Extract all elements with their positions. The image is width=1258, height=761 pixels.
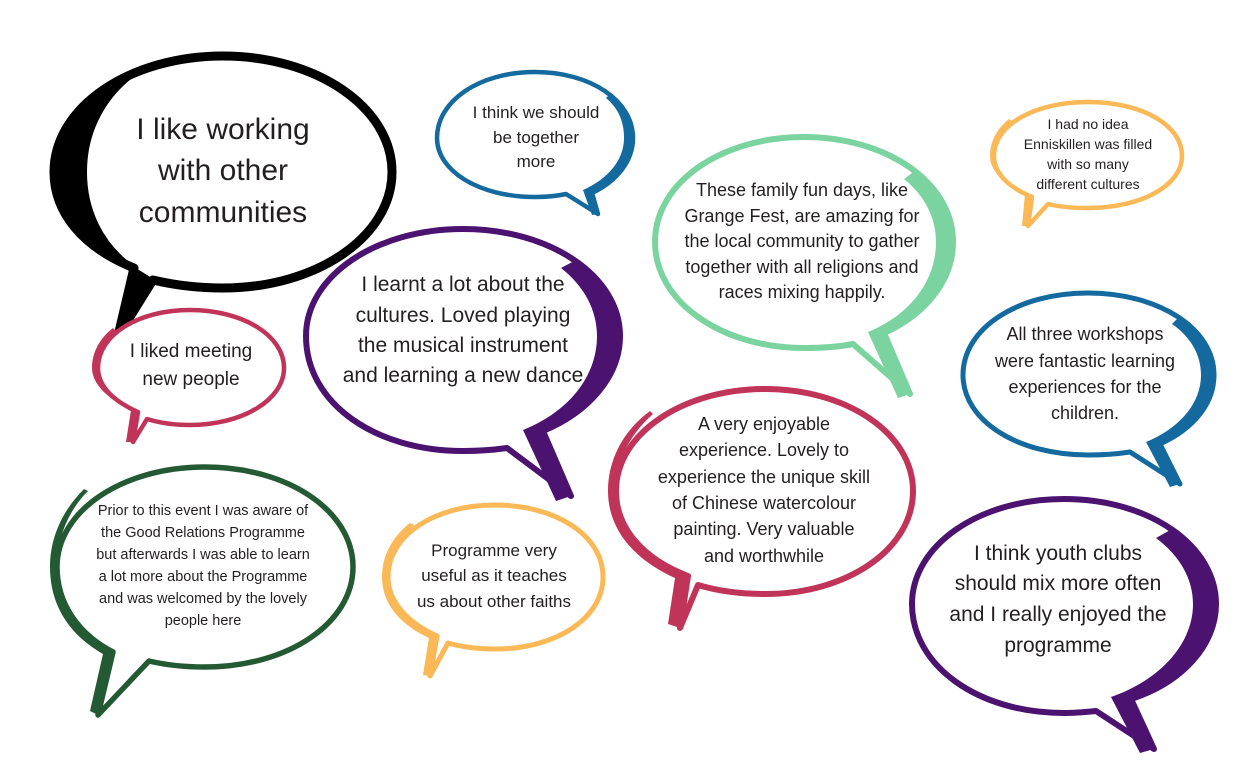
speech-bubble-programme-very-useful: Programme very useful as it teaches us a…: [382, 500, 614, 680]
speech-bubble-youth-clubs-mix: I think youth clubs should mix more ofte…: [906, 494, 1232, 756]
bubble-shape-black: [49, 51, 397, 341]
bubble-shape-blue-workshops: [960, 290, 1217, 487]
bubble-shape-purple-learnt: [303, 226, 623, 501]
bubble-shape-green: [652, 134, 956, 398]
bubble-shape-blue-small: [434, 69, 636, 217]
bubble-shape-orange-small: [990, 99, 1185, 229]
speech-bubble-very-enjoyable-experience: A very enjoyable experience. Lovely to e…: [608, 384, 928, 634]
speech-bubble-liked-meeting-new-people: I liked meeting new people: [92, 306, 292, 446]
bubble-shape-crimson-small: [92, 307, 287, 445]
speech-bubble-be-together-more: I think we should be together more: [432, 68, 644, 224]
speech-bubble-enniskillen-cultures: I had no idea Enniskillen was filled wit…: [988, 98, 1188, 230]
bubble-shape-purple-youth: [909, 496, 1219, 753]
speech-bubble-good-relations-programme: Prior to this event I was aware of the G…: [50, 462, 368, 720]
bubble-shape-darkgreen: [50, 464, 356, 718]
speech-bubble-family-fun-days: These family fun days, like Grange Fest,…: [648, 132, 970, 402]
speech-bubble-all-three-workshops: All three workshops were fantastic learn…: [958, 288, 1226, 488]
bubble-shape-orange-useful: [382, 502, 606, 679]
bubble-shape-crimson-large: [608, 386, 916, 631]
